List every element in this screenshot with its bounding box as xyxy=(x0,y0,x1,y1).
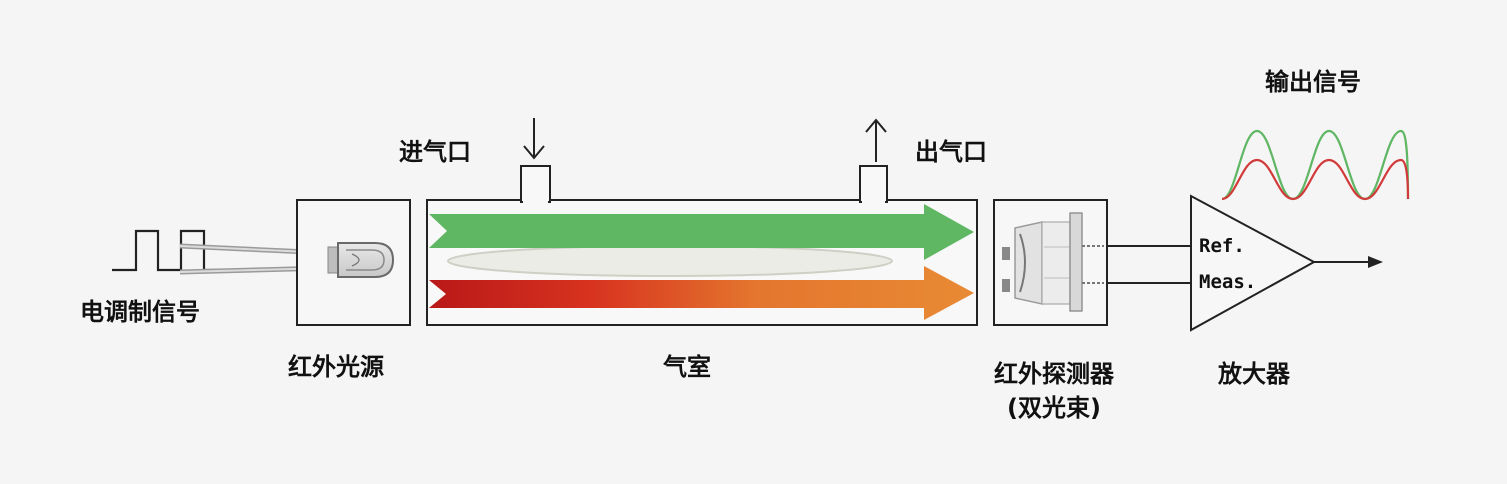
gas-chamber xyxy=(426,165,978,326)
ir-detector-sublabel: (双光束) xyxy=(1007,394,1101,422)
dual-beam-detector-icon xyxy=(1002,212,1104,312)
gas-inlet-port xyxy=(520,165,551,203)
reference-beam xyxy=(429,204,974,260)
gas-inlet-label: 进气口 xyxy=(399,138,471,166)
gas-flow-ellipse xyxy=(447,245,893,277)
gas-chamber-label: 气室 xyxy=(663,353,711,381)
arrow-up-icon xyxy=(865,118,887,162)
gas-outlet-port xyxy=(859,165,888,203)
gas-outlet-label: 出气口 xyxy=(915,138,987,166)
amplifier-label: 放大器 xyxy=(1218,360,1290,388)
output-wave-reference xyxy=(1221,129,1410,201)
ir-detector-label: 红外探测器 xyxy=(994,360,1114,388)
amplifier-ref-label: Ref. xyxy=(1199,235,1245,257)
modulation-signal-label: 电调制信号 xyxy=(80,298,200,326)
amplifier-triangle-icon xyxy=(1190,194,1317,332)
output-signal-label: 输出信号 xyxy=(1265,68,1361,96)
amplifier-meas-label: Meas. xyxy=(1199,271,1257,293)
output-wave-measurement xyxy=(1221,158,1410,201)
arrow-right-icon xyxy=(1314,256,1383,268)
measurement-beam xyxy=(429,266,974,320)
arrow-down-icon xyxy=(523,118,545,160)
ir-source-label: 红外光源 xyxy=(288,353,384,381)
ir-lamp-icon xyxy=(327,242,395,278)
modulation-square-wave xyxy=(112,229,230,272)
